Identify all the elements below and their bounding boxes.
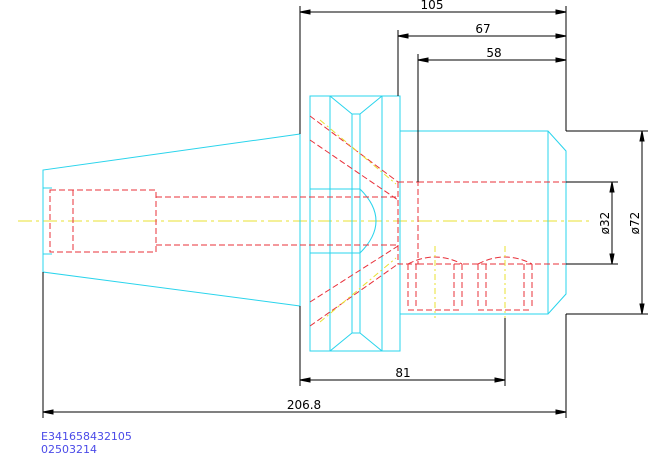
dimension-81 <box>299 306 506 386</box>
dimension-81-label: 81 <box>395 366 410 380</box>
dimension-206-8 <box>42 272 567 418</box>
main-body <box>399 130 567 315</box>
flange <box>309 95 401 352</box>
dimension-206-8-label: 206.8 <box>287 398 321 412</box>
dimension-phi72-label: ø72 <box>628 212 642 235</box>
dimension-67-label: 67 <box>475 22 490 36</box>
dimension-phi32 <box>566 181 618 265</box>
dimension-58-label: 58 <box>486 46 501 60</box>
order-code: 02503214 <box>41 443 97 456</box>
hole-centerlines <box>319 119 506 323</box>
dimension-phi32-label: ø32 <box>598 212 612 235</box>
dimension-105 <box>299 6 567 134</box>
dimension-phi72 <box>566 130 648 315</box>
dimension-105-label: 105 <box>421 0 444 12</box>
dimension-58 <box>417 54 567 182</box>
part-code: E341658432105 <box>41 430 132 443</box>
dimension-67 <box>397 30 567 96</box>
taper-shank <box>42 133 301 307</box>
